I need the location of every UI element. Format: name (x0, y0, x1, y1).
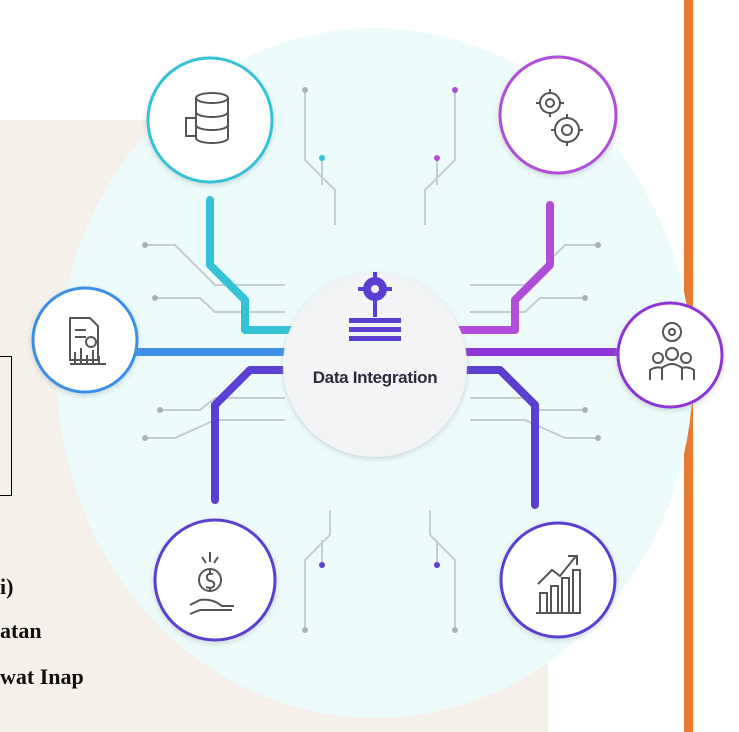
center-hub (283, 272, 467, 457)
side-text-line-3: wat Inap (0, 664, 84, 689)
gears-icon (536, 89, 583, 146)
growth-chart-icon (536, 555, 581, 614)
money-hand-icon (189, 552, 234, 615)
decorative-dots (142, 87, 601, 633)
node-gears (498, 55, 618, 175)
report-document-icon (69, 317, 106, 365)
team-gear-icon (649, 322, 695, 380)
connectors (126, 196, 634, 509)
black-frame-edge (0, 356, 12, 496)
node-team (616, 301, 724, 409)
side-text-line-2: atan (0, 618, 42, 643)
center-label: Data Integration (312, 368, 438, 387)
node-report (31, 286, 139, 394)
data-storage-icon (185, 92, 229, 144)
side-text-line-1: i) (0, 574, 14, 599)
node-growth (499, 521, 617, 639)
node-data-storage (146, 56, 274, 184)
node-money (153, 518, 277, 642)
decorative-lines (145, 90, 598, 630)
